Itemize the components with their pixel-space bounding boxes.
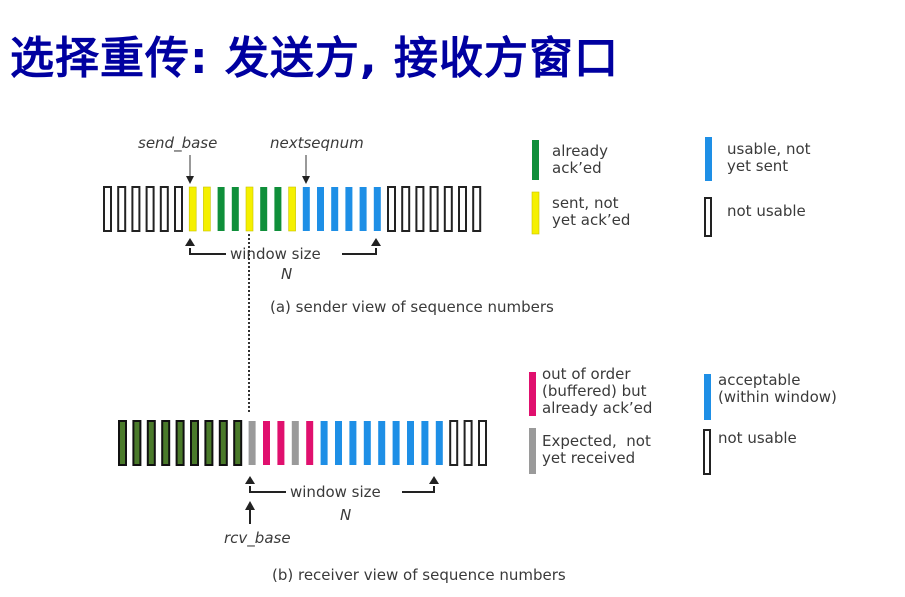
sender-n-label: N: [281, 265, 292, 283]
sender-bar-acked: [274, 187, 282, 231]
sender-bar-empty: [131, 186, 141, 232]
receiver-bar-out-of-order: [306, 421, 314, 465]
sender-bar-empty: [387, 186, 396, 232]
sender-bar-sent-not-acked: [203, 186, 211, 232]
sender-bar-usable: [345, 187, 353, 231]
receiver-bar-usable: [363, 421, 371, 465]
receiver-bar-empty: [449, 420, 459, 466]
sender-sequence-bars: [103, 186, 482, 232]
sender-window-size-label: window size: [230, 245, 321, 263]
legend-swatch-expected: [529, 428, 536, 474]
send-base-label: send_base: [138, 134, 217, 153]
receiver-sequence-bars: [118, 420, 487, 466]
legend-acceptable: acceptable (within window): [718, 371, 837, 406]
legend-swatch-acked: [532, 140, 539, 180]
receiver-bar-usable: [335, 421, 342, 465]
receiver-window-size-label: window size: [290, 483, 381, 501]
sender-bar-empty: [145, 186, 155, 232]
receiver-bar-empty: [478, 420, 487, 466]
receiver-bar-rcv-acked: [233, 420, 243, 466]
receiver-caption: (b) receiver view of sequence numbers: [272, 566, 566, 584]
legend-expected: Expected, not yet received: [542, 432, 651, 467]
rcv-base-label: rcv_base: [224, 529, 291, 548]
nextseqnum-arrowhead: [302, 176, 310, 184]
sender-bar-usable: [302, 187, 310, 231]
sender-bar-usable: [317, 187, 324, 231]
receiver-bar-usable: [407, 421, 414, 465]
receiver-bar-rcv-acked: [218, 420, 228, 466]
legend-not-usable-sender: not usable: [727, 202, 806, 220]
receiver-bar-usable: [349, 421, 357, 465]
legend-already-acked: already ack’ed: [552, 142, 609, 177]
receiver-bar-usable: [378, 421, 386, 465]
legend-swatches: [529, 137, 712, 475]
legend-swatch-empty: [704, 197, 712, 237]
sender-bar-empty: [458, 186, 467, 232]
receiver-n-label: N: [340, 506, 351, 524]
legend-swatch-out-of-order: [529, 372, 536, 416]
legend-usable-not-sent: usable, not yet sent: [727, 140, 811, 175]
receiver-bar-rcv-acked: [132, 420, 142, 466]
sender-bar-empty: [174, 186, 183, 232]
receiver-bar-rcv-acked: [175, 420, 185, 466]
receiver-bar-usable: [392, 421, 400, 465]
legend-sent-not-acked: sent, not yet ack’ed: [552, 194, 631, 229]
legend-swatch-usable: [704, 374, 711, 420]
receiver-bar-usable: [421, 421, 429, 465]
sender-bar-acked: [217, 187, 225, 231]
sender-bar-empty: [117, 186, 127, 232]
sender-bar-acked: [260, 187, 268, 231]
nextseqnum-label: nextseqnum: [270, 134, 364, 152]
sender-bar-usable: [331, 187, 339, 231]
legend-swatch-empty: [703, 429, 711, 475]
sender-bar-sent-not-acked: [188, 186, 197, 232]
sender-bar-usable: [359, 187, 367, 231]
sender-bar-sent-not-acked: [245, 186, 254, 232]
legend-not-usable-receiver: not usable: [718, 429, 797, 447]
sender-bar-empty: [103, 186, 112, 232]
send-base-arrowhead: [186, 176, 194, 184]
sender-bar-acked: [231, 187, 239, 231]
receiver-bar-rcv-acked: [204, 420, 214, 466]
sender-bar-usable: [373, 187, 381, 231]
sender-bar-empty: [401, 186, 411, 232]
sender-bar-sent-not-acked: [288, 186, 296, 232]
sender-window-bracket: [185, 238, 381, 255]
receiver-bar-expected: [248, 421, 256, 465]
receiver-bar-expected: [291, 421, 299, 465]
receiver-bar-empty: [463, 420, 473, 466]
sender-bar-empty: [443, 186, 453, 232]
sender-bar-empty: [159, 186, 169, 232]
receiver-bar-rcv-acked: [190, 420, 199, 466]
legend-swatch-usable: [705, 137, 712, 181]
legend-out-of-order: out of order (buffered) but already ack’…: [542, 365, 653, 417]
receiver-bar-out-of-order: [263, 421, 270, 465]
sender-bar-empty: [415, 186, 425, 232]
receiver-window-bracket: [245, 476, 439, 493]
sender-caption: (a) sender view of sequence numbers: [270, 298, 554, 316]
sender-bar-empty: [429, 186, 439, 232]
sender-bar-empty: [472, 186, 482, 232]
page-title: 选择重传: 发送方, 接收方窗口: [10, 33, 619, 84]
receiver-bar-out-of-order: [277, 421, 285, 465]
receiver-bar-usable: [320, 421, 328, 465]
receiver-bar-rcv-acked: [146, 420, 156, 466]
legend-swatch-sent-not-acked: [531, 191, 540, 235]
receiver-bar-rcv-acked: [118, 420, 127, 466]
rcv-base-arrowhead: [245, 501, 255, 510]
receiver-bar-rcv-acked: [161, 420, 171, 466]
receiver-bar-usable: [435, 421, 443, 465]
